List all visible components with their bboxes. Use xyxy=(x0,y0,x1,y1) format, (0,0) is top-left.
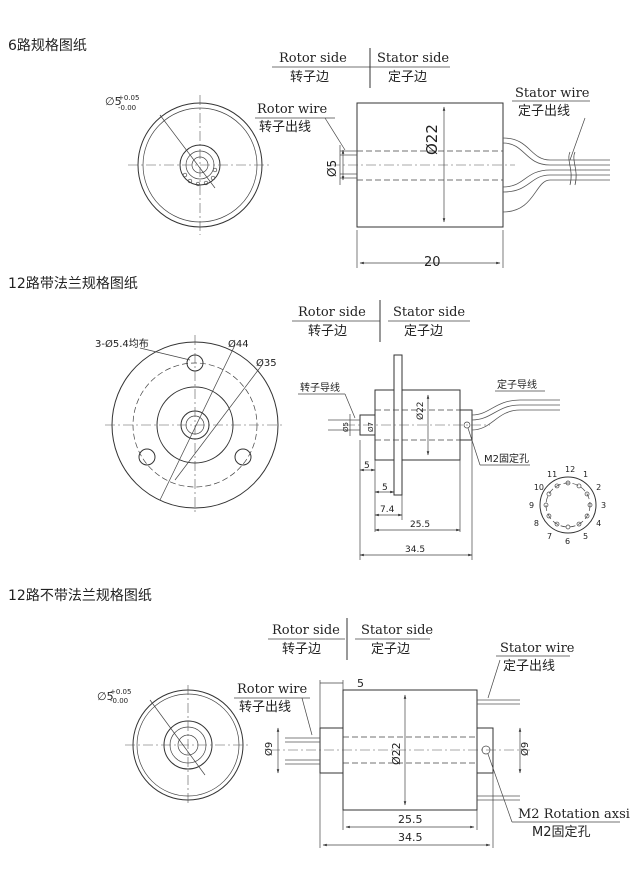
dim-5: 5 xyxy=(357,677,364,690)
pin-label: 2 xyxy=(596,483,601,492)
pin-hole xyxy=(543,502,549,508)
rotor-side-label: Rotor side xyxy=(298,305,366,320)
side-labels: Rotor side 转子边 Stator side 定子边 xyxy=(268,618,433,660)
m2-hole-cn: M2固定孔 xyxy=(532,825,591,840)
stator-wire-cn: 定子出线 xyxy=(518,104,570,119)
pin-hole xyxy=(565,480,571,486)
pin-hole xyxy=(584,513,590,519)
stator-wire-label: Stator wire xyxy=(500,641,575,656)
pin-hole xyxy=(576,521,582,527)
pin-label: 9 xyxy=(529,501,534,510)
pin-label: 3 xyxy=(601,501,606,510)
stator-side-label: Stator side xyxy=(361,623,433,638)
tolerance-plus: +0.05 xyxy=(110,688,131,696)
pin-hole xyxy=(546,513,552,519)
pin-label: 7 xyxy=(547,532,552,541)
stator-side-cn: 定子边 xyxy=(371,642,410,657)
dim-5a: 5 xyxy=(364,461,370,471)
flange-front-view: 3-Ø5.4均布 Ø44 Ø35 xyxy=(95,335,285,515)
dim-25-5: 25.5 xyxy=(410,520,430,530)
rotor-wire-label: Rotor wire xyxy=(257,102,328,117)
shaft-tolerance-label: ∅5 xyxy=(97,690,114,703)
section-title: 12路不带法兰规格图纸 xyxy=(8,588,152,604)
pin-label: 4 xyxy=(596,519,601,528)
rotor-wire-cn: 转子出线 xyxy=(259,120,311,135)
m2-rotation-label: M2 Rotation axsi xyxy=(518,807,630,822)
pin-label: 11 xyxy=(547,470,557,479)
front-view: ∅5 +0.05 -0.00 xyxy=(105,94,272,235)
stator-side-cn: 定子边 xyxy=(388,70,427,85)
length-dim: 20 xyxy=(424,255,441,270)
stator-lead-label: 定子导线 xyxy=(497,378,537,391)
dim-34-5: 34.5 xyxy=(398,831,423,844)
section-title: 6路规格图纸 xyxy=(8,38,87,54)
rotor-wire-cn: 转子出线 xyxy=(239,700,291,715)
pin-label: 12 xyxy=(565,465,575,474)
left-phi9-dim: Ø9 xyxy=(263,742,275,756)
body-diameter-dim: Ø22 xyxy=(390,742,403,765)
pin-hole xyxy=(554,483,560,489)
stator-side-cn: 定子边 xyxy=(404,324,443,339)
shaft-diameter-dim: Ø5 xyxy=(325,160,339,177)
tolerance-plus: +0.05 xyxy=(118,94,139,102)
stator-side-label: Stator side xyxy=(393,305,465,320)
pin-hole xyxy=(576,483,582,489)
stator-wire-cn: 定子出线 xyxy=(503,659,555,674)
stator-side-label: Stator side xyxy=(377,51,449,66)
body-diameter-dim: Ø22 xyxy=(415,401,426,420)
rotor-side-cn: 转子边 xyxy=(290,70,329,85)
side-view: Ø22 Ø9 Ø9 5 25.5 34.5 Rotor wire 转子出线 St… xyxy=(234,641,630,848)
pin-hole xyxy=(584,491,590,497)
pin-hole xyxy=(554,521,560,527)
pin-hole xyxy=(587,502,593,508)
flange-diameter-label: Ø44 xyxy=(228,338,249,350)
section-6-way: 6路规格图纸 ∅5 +0.05 -0.00 Rotor side 转子边 xyxy=(8,38,610,270)
side-labels: Rotor side 转子边 Stator side 定子边 xyxy=(292,300,470,342)
pin-label: 8 xyxy=(534,519,539,528)
pin-hole xyxy=(546,491,552,497)
pin-label: 5 xyxy=(583,532,588,541)
pin-label: 10 xyxy=(534,483,544,492)
right-phi9-dim: Ø9 xyxy=(519,742,531,756)
front-view: ∅5 +0.05 -0.00 xyxy=(97,685,251,805)
tolerance-minus: -0.00 xyxy=(118,104,136,112)
bore-diameter-dim: Ø7 xyxy=(367,422,375,432)
rotor-side-cn: 转子边 xyxy=(282,642,321,657)
section-12-way-flange: 12路带法兰规格图纸 3-Ø5.4均布 Ø44 Ø35 Rotor side 转… xyxy=(8,276,606,560)
rotor-side-label: Rotor side xyxy=(279,51,347,66)
shaft-tolerance-label: ∅5 xyxy=(105,95,122,108)
rotor-side-cn: 转子边 xyxy=(308,324,347,339)
leader-line xyxy=(159,114,216,189)
body-diameter-dim: Ø22 xyxy=(423,124,441,155)
tolerance-minus: -0.00 xyxy=(110,697,128,705)
pcd-label: Ø35 xyxy=(256,357,277,369)
rotor-side-label: Rotor side xyxy=(272,623,340,638)
pin-label: 1 xyxy=(583,470,588,479)
dim-5b: 5 xyxy=(382,483,388,493)
m2-hole-label: M2固定孔 xyxy=(484,452,529,465)
shaft-diameter-dim: Ø5 xyxy=(342,422,350,432)
flange-side-view: Ø22 Ø5 Ø7 转子导线 定子导线 M2固定孔 5 5 7.4 xyxy=(298,354,560,560)
dim-34-5: 34.5 xyxy=(405,545,425,555)
section-title: 12路带法兰规格图纸 xyxy=(8,276,138,292)
section-12-way-no-flange: 12路不带法兰规格图纸 ∅5 +0.05 -0.00 Rotor side 转子… xyxy=(8,588,630,848)
pin-label: 6 xyxy=(565,537,570,546)
dim-25-5: 25.5 xyxy=(398,813,423,826)
side-labels: Rotor side 转子边 Stator side 定子边 xyxy=(272,48,450,88)
rotor-wire-label: Rotor wire xyxy=(237,682,308,697)
dim-7-4: 7.4 xyxy=(380,505,395,515)
holes-label: 3-Ø5.4均布 xyxy=(95,338,149,350)
pin-hole xyxy=(565,524,571,530)
pin-layout xyxy=(539,476,597,534)
stator-wire-label: Stator wire xyxy=(515,86,590,101)
rotor-lead-label: 转子导线 xyxy=(300,381,340,394)
side-view: Ø22 Ø5 20 Rotor wire 转子出线 Stator wire 定子… xyxy=(255,86,610,270)
